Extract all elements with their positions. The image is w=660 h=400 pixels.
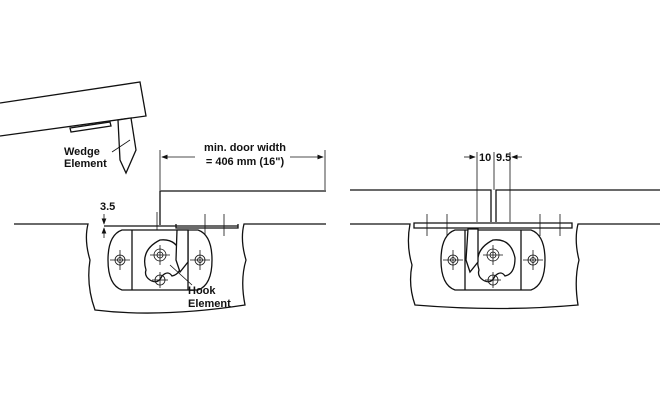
left-lock-body — [107, 229, 213, 291]
right-wedge-element — [465, 228, 479, 274]
right-doors — [350, 189, 660, 222]
wedge-door-panel — [0, 81, 147, 175]
hook-label-1: Hook — [188, 285, 216, 297]
offset-dimensions — [464, 152, 522, 222]
wedge-element — [117, 117, 137, 175]
right-lock-body — [440, 229, 546, 291]
door-width-label-1: min. door width — [204, 142, 286, 154]
left-door — [159, 190, 326, 225]
dim-9-5-label: 9.5 — [496, 152, 511, 164]
gap-dimension-label: 3.5 — [100, 201, 115, 213]
wedge-label-1: Wedge — [64, 146, 100, 158]
wedge-label-2: Element — [64, 158, 107, 170]
door-width-label-2: = 406 mm (16") — [206, 156, 285, 168]
hook-label-2: Element — [188, 298, 231, 310]
hook-element — [175, 229, 189, 274]
left-floor — [14, 212, 326, 314]
dim-10-label: 10 — [479, 152, 491, 164]
right-floor — [350, 214, 660, 310]
door-width-dimension — [159, 150, 326, 190]
